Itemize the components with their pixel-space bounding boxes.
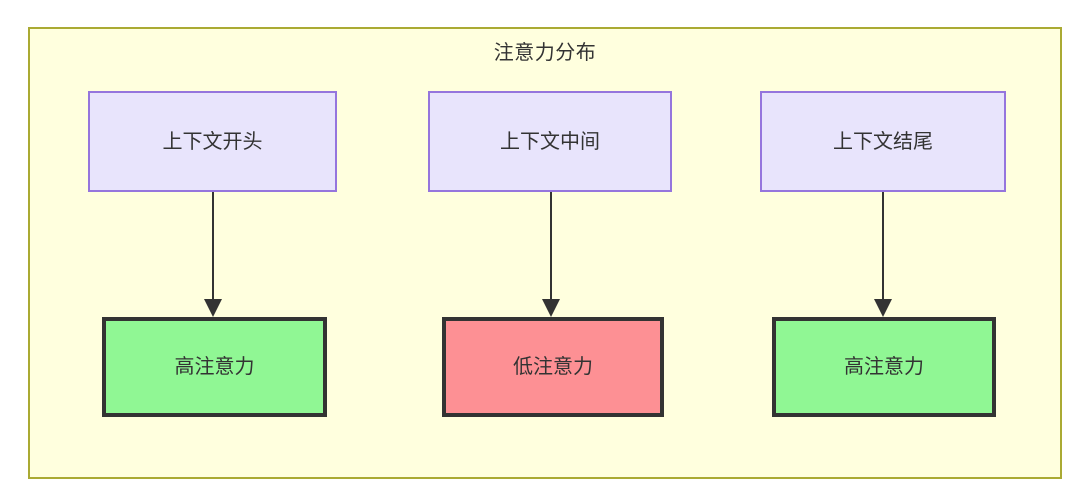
node-attention-start-label: 高注意力 [174, 356, 255, 378]
diagram-title: 注意力分布 [493, 42, 597, 64]
node-attention-middle-label: 低注意力 [513, 356, 593, 378]
node-context-start-label: 上下文开头 [162, 130, 263, 153]
node-attention-start[interactable]: 高注意力 [102, 317, 327, 417]
node-context-end-label: 上下文结尾 [833, 130, 933, 153]
node-attention-end-label: 高注意力 [844, 356, 924, 378]
node-context-end[interactable]: 上下文结尾 [760, 91, 1006, 192]
node-context-middle-label: 上下文中间 [500, 130, 600, 153]
node-context-middle[interactable]: 上下文中间 [428, 91, 672, 192]
node-context-start[interactable]: 上下文开头 [88, 91, 337, 192]
node-attention-end[interactable]: 高注意力 [772, 317, 996, 417]
node-attention-middle[interactable]: 低注意力 [442, 317, 664, 417]
